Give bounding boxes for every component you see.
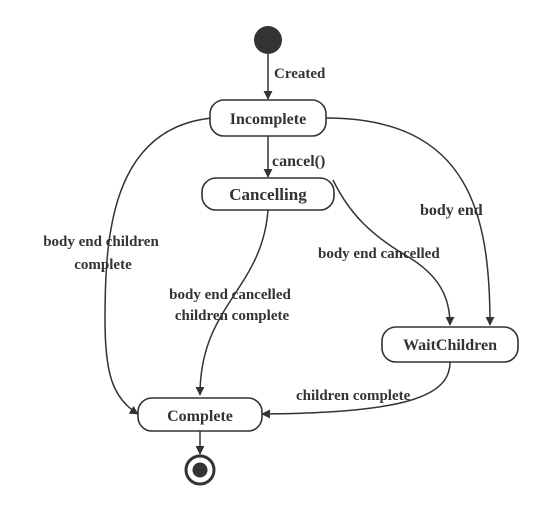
state-cancelling: Cancelling — [201, 177, 335, 211]
state-wait-children-label: WaitChildren — [403, 337, 497, 354]
state-incomplete-label: Incomplete — [230, 111, 306, 128]
state-wait-children: WaitChildren — [381, 326, 519, 363]
state-complete: Complete — [137, 397, 263, 432]
label-children-complete-2: children complete — [175, 308, 290, 324]
state-incomplete: Incomplete — [209, 99, 327, 137]
label-body-end-cancelled: body end cancelled — [318, 246, 440, 262]
final-node-core — [192, 462, 208, 478]
label-children-complete: children complete — [296, 388, 411, 404]
edge-body-end-children-complete — [104, 117, 213, 415]
label-body-end: body end — [420, 202, 483, 219]
edge-children-complete — [261, 361, 451, 419]
state-cancelling-label: Cancelling — [229, 185, 307, 204]
label-body-end-cancelled-2: body end cancelled — [169, 287, 291, 303]
label-cancel: cancel() — [272, 153, 325, 170]
label-body-end-children-complete: complete — [74, 257, 132, 273]
edge-body-end-cancelled — [332, 179, 455, 326]
label-created: Created — [274, 66, 326, 82]
label-body-end-children: body end children — [43, 234, 159, 250]
edge-body-end-cancelled-children-complete — [195, 209, 269, 396]
initial-node — [254, 26, 282, 54]
state-complete-label: Complete — [167, 408, 233, 425]
edge-body-end — [325, 117, 495, 326]
